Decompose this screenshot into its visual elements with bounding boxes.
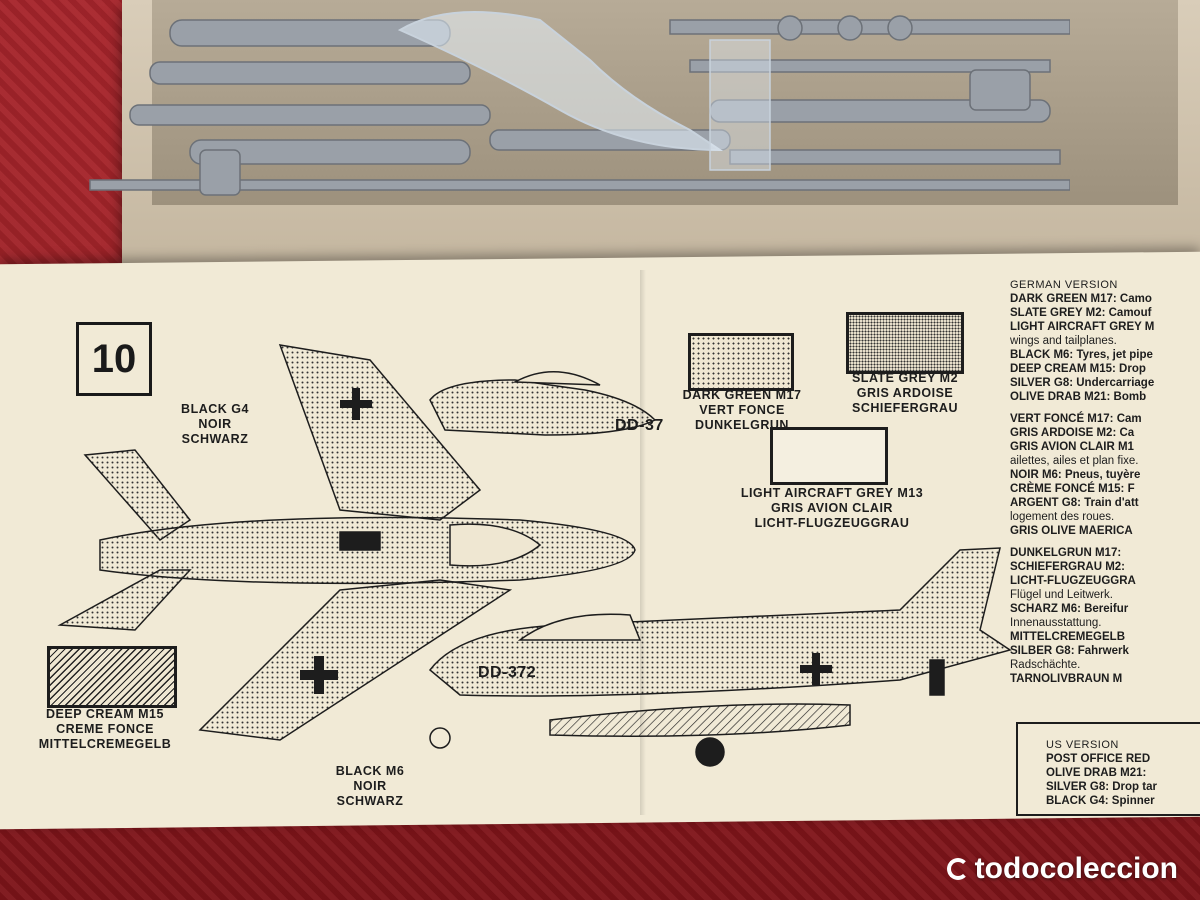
paint-list-line: GRIS AVION CLAIR M1 <box>1010 441 1134 453</box>
aircraft-top-view-drawing <box>57 344 636 741</box>
paint-list-line: Radschächte. <box>1010 659 1081 671</box>
paint-list-line: US VERSION <box>1046 739 1119 751</box>
paint-list-line: DARK GREEN M17: Camo <box>1010 293 1152 305</box>
paint-list-line: GRIS ARDOISE M2: Ca <box>1010 427 1135 439</box>
us-version-box: US VERSION POST OFFICE RED OLIVE DRAB M21:… <box>1016 722 1200 816</box>
paint-list-line: wings and tailplanes. <box>1010 335 1117 347</box>
paint-list-line: CRÈME FONCÉ M15: F <box>1010 483 1135 495</box>
paint-list-us-version: US VERSION POST OFFICE RED OLIVE DRAB M21:… <box>1046 738 1200 808</box>
label-deep-cream: DEEP CREAM M15 CREME FONCE MITTELCREMEGE… <box>38 707 172 751</box>
paint-list-line: SILVER G8: Drop tar <box>1046 781 1157 793</box>
label-dark-green: DARK GREEN M17 VERT FONCE DUNKELGRUN <box>682 388 802 432</box>
swatch-dark-green <box>688 333 794 391</box>
watermark-logo-icon <box>946 858 969 880</box>
paint-list-line: SLATE GREY M2: Camouf <box>1010 307 1152 319</box>
paint-list-line: DEEP CREAM M15: Drop <box>1010 363 1146 375</box>
paint-list-line <box>1010 538 1200 546</box>
swatch-deep-cream <box>47 646 177 708</box>
paint-list-line: Innenausstattung. <box>1010 617 1102 629</box>
paint-list-line: MITTELCREMEGELB <box>1010 631 1125 643</box>
step-number: 10 <box>76 322 152 396</box>
paint-list-line: ailettes, ailes et plan fixe. <box>1010 455 1139 467</box>
paint-list-line: SCHIEFERGRAU M2: <box>1010 561 1126 573</box>
watermark: todocoleccion <box>946 852 1178 886</box>
paint-list-line: OLIVE DRAB M21: <box>1046 767 1147 779</box>
paint-list-line: POST OFFICE RED <box>1046 753 1151 765</box>
label-light-aircraft-grey: LIGHT AIRCRAFT GREY M13 GRIS AVION CLAIR… <box>740 486 924 530</box>
paint-list-line: Flügel und Leitwerk. <box>1010 589 1113 601</box>
paint-list-line: NOIR M6: Pneus, tuyère <box>1010 469 1141 481</box>
label-black-g4: BLACK G4 NOIR SCHWARZ <box>181 402 249 446</box>
paint-list-line: SILVER G8: Undercarriage <box>1010 377 1155 389</box>
label-slate-grey: SLATE GREY M2 GRIS ARDOISE SCHIEFERGRAU <box>851 371 959 415</box>
aircraft-code-side: DD-372 <box>478 664 537 681</box>
paint-list-line: OLIVE DRAB M21: Bomb <box>1010 391 1147 403</box>
plastic-sprue-parts <box>89 11 1070 196</box>
swatch-slate-grey <box>846 312 964 374</box>
paint-list-line: DUNKELGRUN M17: <box>1010 547 1122 559</box>
paint-list-line: LIGHT AIRCRAFT GREY M <box>1010 321 1155 333</box>
paint-list-line: ARGENT G8: Train d'att <box>1010 497 1139 509</box>
label-black-m6: BLACK M6 NOIR SCHWARZ <box>335 764 405 808</box>
paint-list-line <box>1010 404 1200 412</box>
aircraft-nose-detail-drawing <box>429 371 657 436</box>
sheet-fold <box>640 270 646 815</box>
paint-list-line: SCHARZ M6: Bereifur <box>1010 603 1129 615</box>
paint-list-line: LICHT-FLUGZEUGGRA <box>1010 575 1136 587</box>
swatch-light-aircraft-grey <box>770 427 888 485</box>
paint-list-line: VERT FONCÉ M17: Cam <box>1010 413 1142 425</box>
paint-list-line: logement des roues. <box>1010 511 1115 523</box>
paint-list-line: SILBER G8: Fahrwerk <box>1010 645 1129 657</box>
paint-list-line: BLACK M6: Tyres, jet pipe <box>1010 349 1153 361</box>
aircraft-side-view-drawing <box>428 547 1012 767</box>
paint-list-line: TARNOLIVBRAUN M <box>1010 673 1123 685</box>
paint-list-line: GERMAN VERSION <box>1010 279 1118 291</box>
paint-list-line: BLACK G4: Spinner <box>1046 795 1155 807</box>
aircraft-code-top: DD-37 <box>615 417 664 434</box>
paint-list-line: GRIS OLIVE MAERICA <box>1010 525 1133 537</box>
